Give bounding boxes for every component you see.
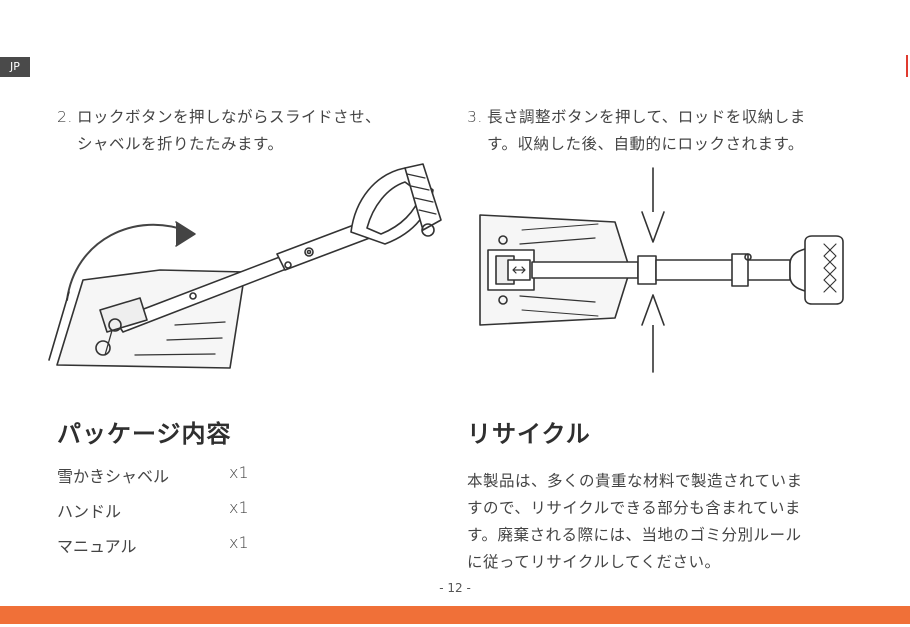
package-item: ハンドル x1 xyxy=(57,498,277,533)
package-item-qty: x1 xyxy=(229,533,249,568)
step-2-number: 2. xyxy=(57,104,77,131)
package-item: マニュアル x1 xyxy=(57,533,277,568)
retract-rod-illustration xyxy=(460,160,880,380)
recycle-line: 本製品は、多くの貴重な材料で製造されていま xyxy=(467,468,862,495)
step-3-line-1: 長さ調整ボタンを押して、ロッドを収納しま xyxy=(487,108,806,126)
package-item-qty: x1 xyxy=(229,463,249,498)
step-3-text: 3.長さ調整ボタンを押して、ロッドを収納しま す。収納した後、自動的にロックされ… xyxy=(467,104,867,158)
package-item-name: ハンドル xyxy=(57,498,229,533)
footer-accent-bar xyxy=(0,606,910,624)
page-number: - 12 - xyxy=(0,581,910,595)
recycle-line: すので、リサイクルできる部分も含まれていま xyxy=(467,495,862,522)
package-item-qty: x1 xyxy=(229,498,249,533)
recycle-body-text: 本製品は、多くの貴重な材料で製造されていま すので、リサイクルできる部分も含まれ… xyxy=(467,468,862,576)
package-item-name: マニュアル xyxy=(57,533,229,568)
step-2-line-1: ロックボタンを押しながらスライドさせ、 xyxy=(77,108,381,126)
recycle-line: に従ってリサイクルしてください。 xyxy=(467,549,862,576)
package-contents-heading: パッケージ内容 xyxy=(57,414,232,449)
step-2-line-2: シャベルを折りたたみます。 xyxy=(57,131,437,158)
down-arrow xyxy=(642,168,664,242)
recycle-line: す。廃棄される際には、当地のゴミ分別ルール xyxy=(467,522,862,549)
step-3-number: 3. xyxy=(467,104,487,131)
package-item-name: 雪かきシャベル xyxy=(57,463,229,498)
fold-shovel-illustration xyxy=(45,160,445,380)
recycle-heading: リサイクル xyxy=(467,414,591,449)
up-arrow xyxy=(642,295,664,372)
package-item: 雪かきシャベル x1 xyxy=(57,463,277,498)
shovel-shaft xyxy=(532,262,638,278)
step-3-line-2: す。収納した後、自動的にロックされます。 xyxy=(467,131,867,158)
package-contents-list: 雪かきシャベル x1 ハンドル x1 マニュアル x1 xyxy=(57,463,277,568)
language-tag: JP xyxy=(0,57,30,77)
step-2-text: 2.ロックボタンを押しながらスライドさせ、 シャベルを折りたたみます。 xyxy=(57,104,437,158)
rotation-arrowhead xyxy=(176,222,195,246)
section-edge-marker xyxy=(906,55,908,77)
